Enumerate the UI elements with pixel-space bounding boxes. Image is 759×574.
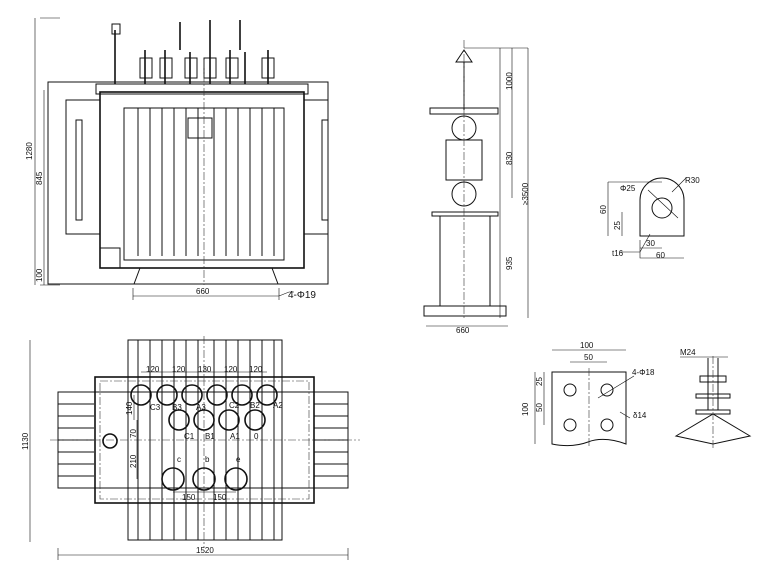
terminal-label: B2	[250, 401, 260, 410]
terminal-label: A1	[230, 432, 240, 441]
dim-mounting-holes: 4-Φ19	[288, 290, 316, 301]
dim-spacing: 120	[146, 365, 160, 374]
terminal-plate-detail: 100 50 4-Φ18 100 25 50 δ14	[521, 341, 655, 448]
front-outline	[47, 81, 329, 285]
dim-hole-spacing-h: 50	[584, 353, 593, 362]
top-view: 120 120 130 120 120 C3 B3 A3 C2 B2 A2 C1…	[21, 336, 360, 560]
dim-height: 1280	[25, 142, 34, 160]
terminal-label: C3	[150, 403, 161, 412]
dim-hole-offset: 30	[646, 239, 655, 248]
dim-side-total: ≥3500	[521, 182, 530, 205]
dim-plate-width: 100	[580, 341, 594, 350]
terminal-label: c	[177, 455, 181, 464]
dim-thread: M24	[680, 348, 696, 357]
lifting-lug-detail: Φ25 R30 60 25 30 60 t16	[599, 176, 700, 260]
terminal-label: C2	[229, 401, 240, 410]
dim-side-top: 1000	[505, 72, 514, 90]
dim-plate-holes: 4-Φ18	[632, 368, 655, 377]
dim-side-middle: 830	[505, 151, 514, 165]
dim-body-height: 845	[35, 171, 44, 185]
dim-top-offset: 25	[535, 377, 544, 386]
dim-lv-spacing: 150	[182, 493, 196, 502]
dim-spacing: 130	[198, 365, 212, 374]
hv-bushings-row2	[168, 409, 266, 431]
terminal-label: e	[236, 455, 241, 464]
dim-plate-thickness: δ14	[633, 411, 647, 420]
terminal-label: b	[205, 455, 210, 464]
dim-length: 1520	[196, 546, 214, 555]
bolt-detail: M24	[674, 348, 752, 450]
dim-lv-offset: 210	[129, 454, 138, 468]
dim-lug-height: 60	[599, 205, 608, 214]
dim-side-width: 660	[456, 326, 470, 335]
dim-base-height: 100	[35, 268, 44, 282]
dim-lv-spacing: 150	[213, 493, 227, 502]
terminal-label: A3	[196, 403, 206, 412]
terminal-label: C1	[184, 432, 195, 441]
lv-bushings	[161, 467, 248, 491]
dim-center-offset: 70	[129, 429, 138, 438]
dim-hole-spacing-v: 50	[535, 403, 544, 412]
dim-side-bottom: 935	[505, 256, 514, 270]
dim-wheel-span: 660	[196, 287, 210, 296]
dim-spacing: 120	[224, 365, 238, 374]
dim-lug-width: 60	[656, 251, 665, 260]
dim-radius: R30	[685, 176, 700, 185]
dim-spacing: 120	[172, 365, 186, 374]
terminal-label: A2	[273, 401, 283, 410]
side-view: 1000 830 ≥3500 935 660	[423, 40, 530, 335]
dim-hole-dia: Φ25	[620, 184, 636, 193]
dim-depth: 1130	[21, 432, 30, 450]
dim-row-offset: 140	[125, 401, 134, 415]
dim-plate-height: 100	[521, 402, 530, 416]
dim-hole-height: 25	[613, 221, 622, 230]
bushings	[111, 20, 275, 84]
dim-thickness: t16	[612, 249, 624, 258]
hv-bushings-row1	[130, 384, 278, 406]
terminal-label: 0	[254, 432, 259, 441]
front-view: 1280 845 100 660 4-Φ19	[25, 17, 329, 301]
terminal-label: B3	[172, 403, 182, 412]
terminal-label: B1	[205, 432, 215, 441]
dim-spacing: 120	[249, 365, 263, 374]
